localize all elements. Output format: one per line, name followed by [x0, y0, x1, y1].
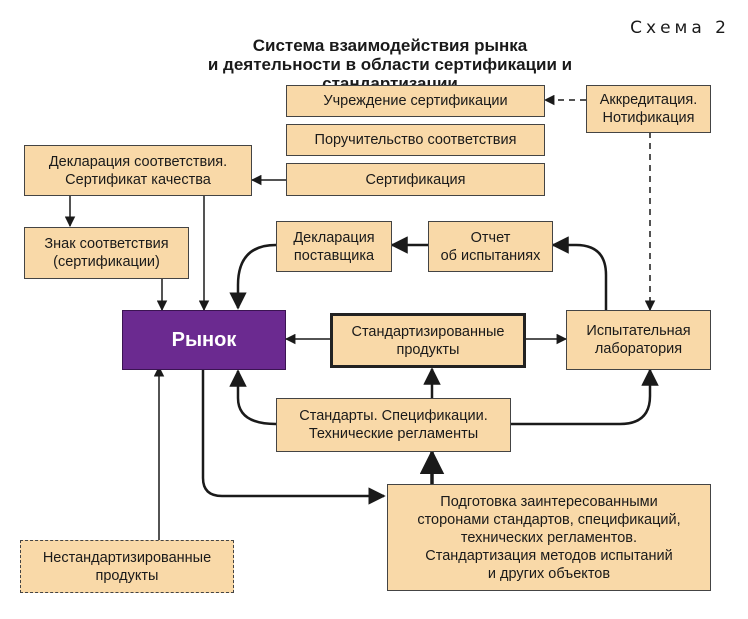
arrow-lab-to-report	[551, 236, 608, 310]
node-cert-body: Учреждение сертификации	[286, 85, 545, 117]
node-non-standardized-products-line-2: продукты	[95, 567, 159, 584]
node-accreditation: Аккредитация. Нотификация	[586, 85, 711, 133]
node-preparation: Подготовка заинтересованными сторонами с…	[387, 484, 711, 591]
node-supplier-declaration-line-1: Декларация	[293, 229, 375, 246]
node-preparation-line-4: Стандартизация методов испытаний	[425, 547, 673, 564]
node-preparation-line-2: сторонами стандартов, спецификаций,	[417, 511, 681, 528]
arrow-market-to-preparation	[201, 370, 386, 505]
node-standards: Стандарты. Спецификации. Технические регл…	[276, 398, 511, 452]
node-non-standardized-products-line-1: Нестандартизированные	[42, 549, 212, 566]
node-test-lab-line-1: Испытательная	[586, 323, 691, 339]
node-standardized-products-line-2: продукты	[396, 341, 460, 358]
scheme-number-label: Схема 2	[630, 18, 730, 38]
node-standardized-products-line-1: Стандартизированные	[351, 323, 505, 340]
node-market: Рынок	[122, 310, 286, 370]
node-declaration-line-2: Сертификат качества	[65, 171, 211, 188]
node-preparation-line-3: технических регламентов.	[460, 529, 638, 546]
node-conformity-mark-line-1: Знак соответствия	[44, 236, 169, 252]
node-test-report-line-2: об испытаниях	[440, 247, 541, 264]
node-test-lab: Испытательная лаборатория	[566, 310, 711, 370]
node-accreditation-line-2: Нотификация	[602, 110, 695, 126]
node-conformity-mark: Знак соответствия (сертификации)	[24, 227, 189, 279]
node-declaration: Декларация соответствия.Сертификат качес…	[24, 145, 252, 196]
node-declaration-line-1: Декларация соответствия.	[48, 153, 228, 170]
node-conformity-mark-line-2: (сертификации)	[53, 254, 160, 270]
node-test-lab-line-2: лаборатория	[594, 341, 683, 357]
arrow-supplier-decl-to-market	[229, 243, 277, 310]
node-preparation-line-1: Подготовка заинтересованными	[440, 493, 658, 510]
diagram-title-line-1: Система взаимодействия рынка	[252, 36, 528, 55]
node-preparation-line-5: и других объектов	[487, 565, 611, 582]
node-supplier-declaration-line-2: поставщика	[293, 247, 375, 264]
node-guarantee: Поручительство соответствия	[286, 124, 545, 156]
node-standards-line-1: Стандарты. Спецификации.	[299, 408, 488, 424]
node-certification: Сертификация	[286, 163, 545, 196]
node-standards-line-2: Технические регламенты	[308, 426, 479, 442]
arrow-standards-to-market	[229, 369, 277, 426]
arrow-standards-to-lab	[511, 368, 659, 426]
node-accreditation-line-1: Аккредитация.	[599, 92, 698, 108]
node-test-report-line-1: Отчет	[470, 229, 511, 246]
